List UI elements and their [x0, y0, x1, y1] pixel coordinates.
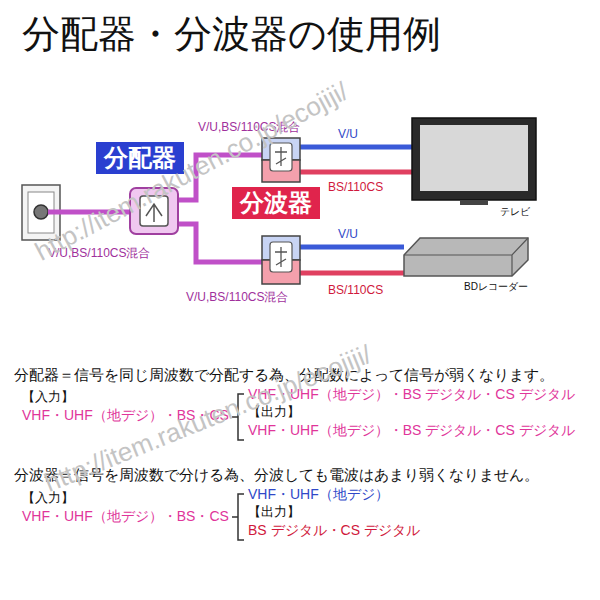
signal-list: VHF・UHF（地デジ）・BS・CS: [22, 407, 229, 424]
diplexer-device: [262, 236, 300, 284]
tv-frame: [412, 118, 536, 200]
diplexer-symbol: [275, 147, 287, 166]
vu-cable: [300, 245, 404, 250]
recorder-body: [404, 238, 528, 276]
signal-list: VHF・UHF（地デジ）・BS デジタル・CS デジタル: [248, 422, 575, 439]
signal-label: BS/110CS: [328, 283, 383, 297]
label-tag: 分配器: [96, 142, 184, 174]
device-name: テレビ: [500, 206, 530, 218]
diplexer-device: [262, 138, 300, 182]
splitter-device: [130, 188, 178, 234]
diplexer-symbol: [275, 247, 287, 267]
tag-text: 分配器: [104, 144, 176, 172]
diplexer-icon: [270, 242, 292, 272]
signal-label: V/U,BS/110CS混合: [48, 246, 150, 260]
note-text: 分配器＝信号を同じ周波数で分配する為、分配数によって信号が弱くなります。: [14, 366, 554, 384]
signal-list: BS デジタル・CS デジタル: [248, 522, 420, 539]
section-head: 【出力】: [248, 404, 300, 420]
vu-cable: [300, 145, 412, 150]
recorder-edge: [404, 238, 528, 276]
signal-list: VHF・UHF（地デジ）・BS・CS: [22, 508, 229, 525]
signal-label: V/U,BS/110CS混合: [198, 120, 300, 134]
cable: [48, 210, 132, 215]
device-name: BDレコーダー: [464, 281, 528, 293]
signal-label: V/U: [338, 227, 358, 241]
signal-list: VHF・UHF（地デジ）・BS デジタル・CS デジタル: [248, 386, 575, 403]
splitter-symbol: [146, 204, 162, 222]
outlet-connector: [34, 205, 48, 219]
tag-text: 分波器: [240, 189, 312, 217]
diagram-title: 分配器・分波器の使用例: [22, 12, 441, 58]
tv-set: [412, 118, 536, 205]
tv-stand: [460, 200, 488, 205]
tv-screen: [420, 125, 528, 191]
section-head: 【出力】: [248, 504, 300, 520]
bs-cable: [300, 271, 404, 276]
section-head: 【入力】: [22, 389, 74, 405]
splitter-icon: [140, 196, 168, 226]
signal-list: VHF・UHF（地デジ）: [248, 486, 389, 503]
bracket: [232, 494, 244, 540]
diplexer-icon: [270, 143, 292, 171]
cable: [176, 224, 262, 262]
bd-recorder: [404, 238, 528, 276]
signal-label: BS/110CS: [328, 180, 383, 194]
signal-label: V/U,BS/110CS混合: [186, 290, 288, 304]
signal-label: V/U: [338, 127, 358, 141]
watermark: http://item.rakuten.co.jp/ecojiji/: [30, 76, 353, 268]
note-text: 分波器＝信号を周波数で分ける為、分波しても電波はあまり弱くなりません。: [14, 466, 539, 484]
section-head: 【入力】: [22, 490, 74, 506]
bracket: [232, 394, 244, 440]
label-tag: 分波器: [232, 187, 320, 219]
bs-cable: [300, 170, 412, 175]
